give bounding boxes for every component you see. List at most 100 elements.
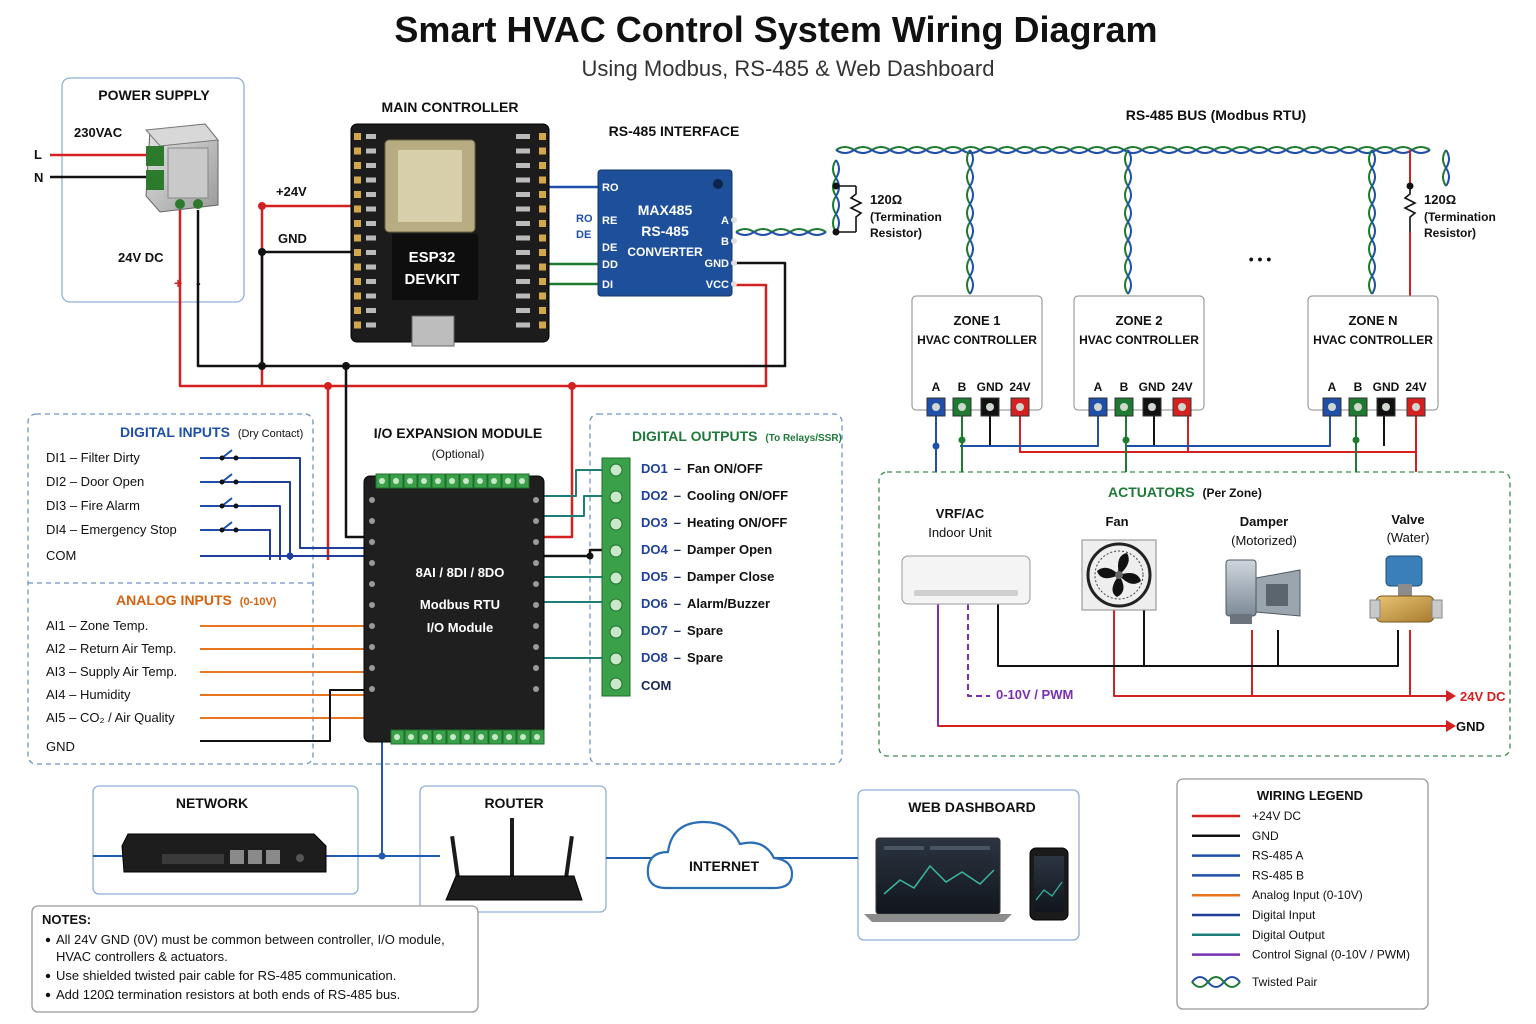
legend-label: +24V DC: [1252, 809, 1301, 823]
io-bottom-screw: [408, 734, 414, 740]
esp-pin-label-right: [516, 250, 530, 255]
io-right-port: [533, 644, 539, 650]
io-module-terminals: [369, 473, 545, 745]
dry-contact-switch: [200, 473, 250, 483]
psu-module-icon: [144, 123, 219, 213]
switch-pivot: [219, 503, 225, 509]
digital-output-label: Spare: [687, 650, 723, 665]
line-l-label: L: [34, 147, 42, 162]
bus-twist-to-start-b: [735, 228, 827, 234]
io-bottom-screw: [422, 734, 428, 740]
do-terminal-screw: [609, 517, 623, 531]
zone-terminal-screw: [958, 403, 966, 411]
bus-drop-1-a: [968, 149, 974, 295]
laptop-dashboard-icon: [864, 837, 1012, 922]
wire-di2: [200, 481, 291, 560]
esp-pin-label-right: [516, 148, 530, 154]
io-left-port: [369, 518, 375, 524]
zone-terminal-screw: [1354, 403, 1362, 411]
io-top-screw: [477, 478, 483, 484]
max485-pin-left: DE: [602, 242, 617, 254]
io-top-screw: [449, 478, 455, 484]
digital-output-item: DO2–Cooling ON/OFF: [641, 488, 788, 503]
io-top-screw: [491, 478, 497, 484]
io-left-port: [369, 644, 375, 650]
legend-label: RS-485 B: [1252, 868, 1304, 882]
analog-inputs-title-note: (0-10V): [240, 596, 277, 608]
bus-twist-to-start-a: [735, 230, 827, 236]
max485-pin-right: GND: [705, 258, 730, 270]
zone-terminal-screw: [986, 403, 994, 411]
di-com-label: COM: [46, 548, 76, 563]
switch-pivot: [219, 479, 225, 485]
analog-input-label: AI4 – Humidity: [46, 687, 131, 702]
esp-pin-right: [539, 307, 546, 314]
digital-output-label: Damper Close: [687, 569, 774, 584]
esp-pin-label-left: [366, 177, 376, 183]
digital-output-dash: –: [674, 461, 681, 476]
main-controller-title: MAIN CONTROLLER: [382, 99, 519, 115]
esp-pin-label-right: [516, 134, 530, 139]
note-bullet: [45, 992, 51, 998]
do-terminal-screw: [609, 490, 623, 504]
arrow-gnd: [1446, 720, 1456, 732]
digital-output-code: DO8: [641, 650, 668, 665]
digital-inputs-title: DIGITAL INPUTS (Dry Contact): [120, 424, 303, 440]
analog-input-label: AI2 – Return Air Temp.: [46, 641, 177, 656]
esp-pin-label-left: [366, 322, 376, 328]
note-line: Use shielded twisted pair cable for RS-4…: [56, 968, 396, 983]
termination-resistor-right: [1403, 186, 1417, 232]
esp-pin-label-right: [516, 264, 530, 270]
digital-outputs-title: DIGITAL OUTPUTS (To Relays/SSR): [632, 428, 842, 444]
max485-pin-right: VCC: [706, 279, 729, 291]
analog-inputs-title: ANALOG INPUTS (0-10V): [116, 592, 277, 608]
io-right-port: [533, 581, 539, 587]
esp-pin-label-right: [516, 221, 530, 226]
esp32-label-line1: ESP32: [409, 249, 456, 266]
zone-terminal-screw: [1016, 403, 1024, 411]
io-bottom-screw: [534, 734, 540, 740]
digital-output-dash: –: [674, 488, 681, 503]
page-subtitle: Using Modbus, RS-485 & Web Dashboard: [582, 56, 995, 81]
esp-pin-left: [354, 205, 361, 213]
digital-output-label: Damper Open: [687, 542, 772, 557]
dry-contact-switch: [200, 497, 250, 507]
zone-terminal-label: GND: [1373, 380, 1400, 394]
esp-pin-label-right: [516, 163, 530, 168]
fan-icon: [1081, 539, 1157, 611]
twisted-pair-legend-icon: [1191, 976, 1241, 988]
junction-dots: [258, 202, 1360, 860]
zone-name: ZONE 1: [954, 313, 1001, 328]
digital-output-dash: –: [674, 650, 681, 665]
zone-box: [1073, 295, 1205, 411]
actuators-title-note: (Per Zone): [1202, 486, 1261, 500]
io-bottom-screw: [450, 734, 456, 740]
actuator-signal-label: 0-10V / PWM: [996, 687, 1073, 702]
esp-pin-right: [539, 234, 546, 242]
esp-pin-left: [354, 133, 361, 140]
damper-label-line2: (Motorized): [1231, 533, 1297, 548]
esp-pin-left: [354, 191, 361, 198]
zone-terminal-screw: [1120, 403, 1128, 411]
analog-inputs-title-main: ANALOG INPUTS: [116, 592, 232, 608]
max485-pin-left: DD: [602, 259, 618, 271]
max485-pin-dot: [731, 238, 737, 244]
zone-terminal-label: B: [1354, 380, 1363, 394]
max485-pin-right: B: [721, 236, 729, 248]
esp-pin-label-left: [366, 206, 376, 212]
esp-pin-label-left: [366, 264, 376, 270]
resistor-left-value: 120Ω: [870, 192, 902, 207]
switch-pivot: [219, 527, 225, 533]
zone-terminal-label: A: [1328, 380, 1337, 394]
resistor-left-note2: Resistor): [870, 226, 922, 240]
esp-pin-right: [539, 176, 546, 184]
io-module-title: I/O EXPANSION MODULE: [374, 425, 543, 441]
io-right-port: [533, 560, 539, 566]
vrf-label-line2: Indoor Unit: [928, 525, 992, 540]
rs485-bus-title: RS-485 BUS (Modbus RTU): [1126, 107, 1306, 123]
fan-label: Fan: [1105, 514, 1128, 529]
web-dashboard-title: WEB DASHBOARD: [908, 799, 1036, 815]
digital-output-item: DO6–Alarm/Buzzer: [641, 596, 770, 611]
esp-pin-label-left: [366, 192, 376, 197]
